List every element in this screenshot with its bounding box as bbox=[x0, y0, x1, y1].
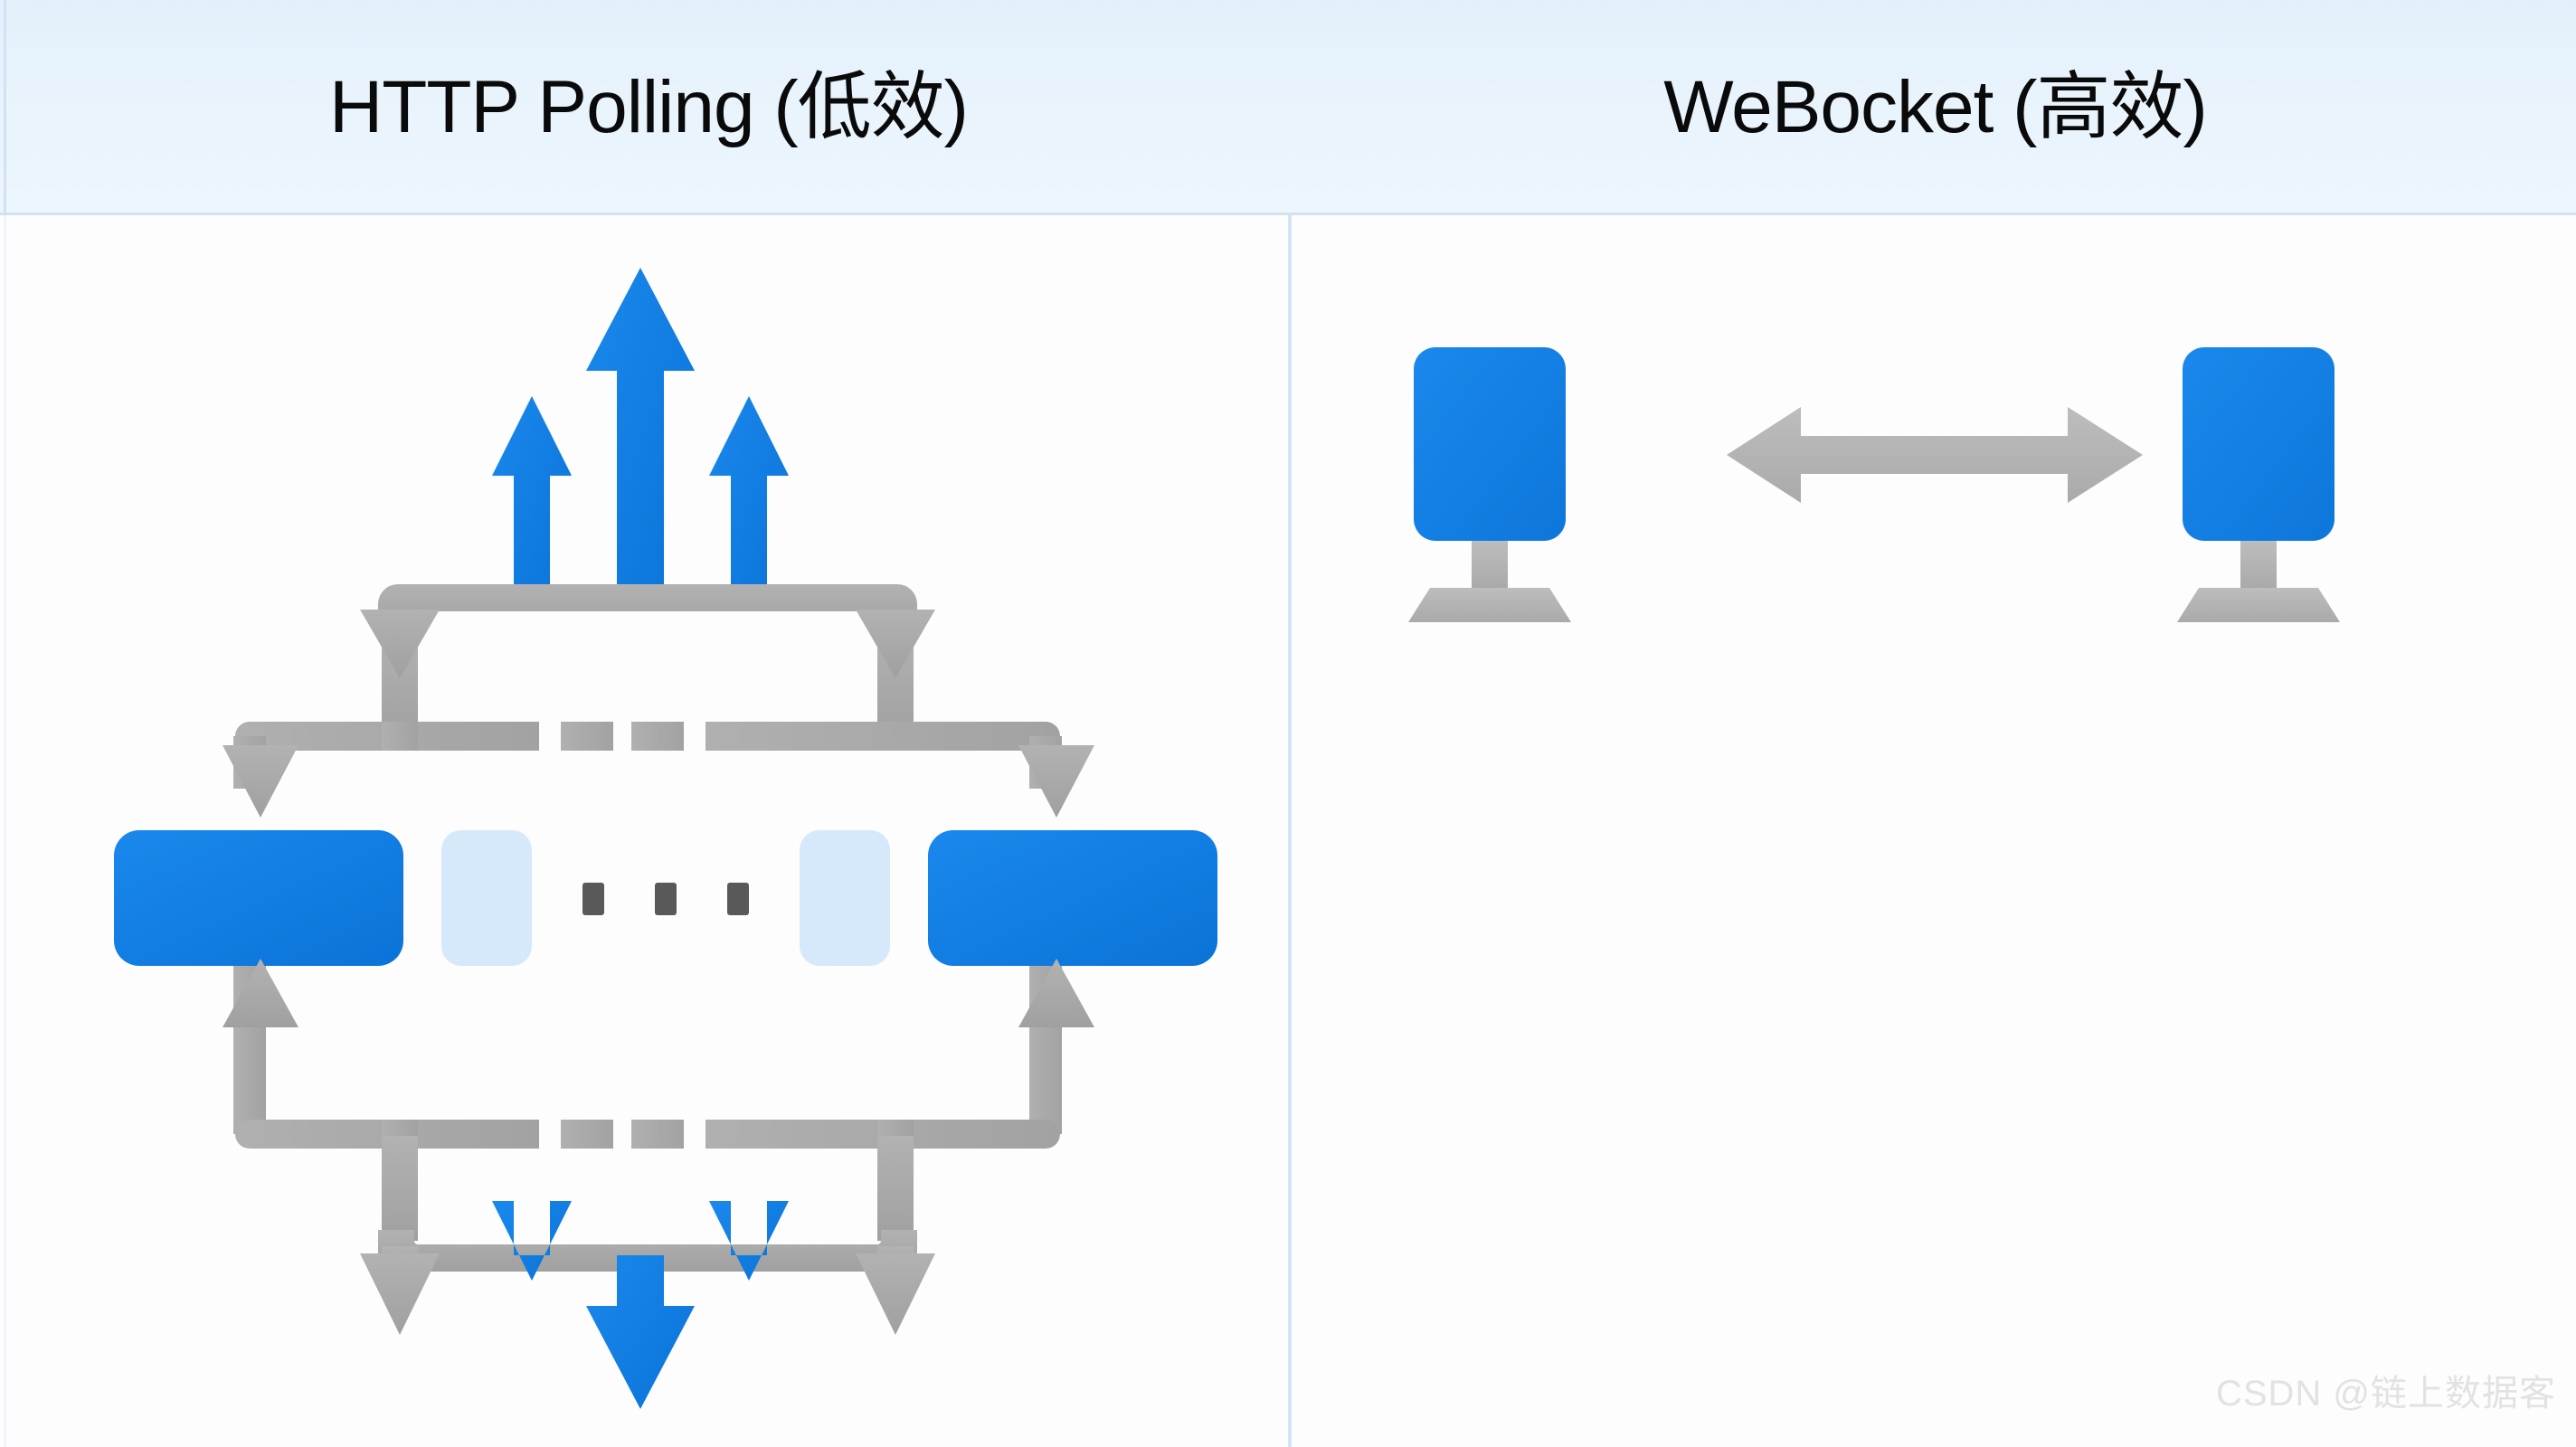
left-edge-rule bbox=[4, 215, 6, 1447]
server-box bbox=[928, 830, 1217, 966]
websocket-artwork bbox=[1408, 347, 2340, 622]
panel-divider bbox=[1288, 215, 1292, 1447]
ellipsis-dot bbox=[655, 883, 677, 915]
page-title-webocket: WeBocket (高效) bbox=[1663, 66, 2208, 148]
monitor-right bbox=[2177, 347, 2340, 622]
panel-webocket bbox=[1294, 215, 2576, 1447]
ghost-box-left bbox=[441, 830, 532, 966]
monitor-left-screen bbox=[1414, 347, 1566, 541]
gray-return-arrows bbox=[223, 959, 1094, 1134]
panel-http-polling bbox=[7, 215, 1288, 1447]
header-cell-webocket: WeBocket (高效) bbox=[1294, 0, 2576, 215]
monitor-right-screen bbox=[2183, 347, 2334, 541]
gray-dashed-bar-upper bbox=[223, 722, 1094, 818]
page-title-http-polling: HTTP Polling (低效) bbox=[329, 66, 969, 148]
ellipsis-dot bbox=[582, 883, 604, 915]
header-cell-http-polling: HTTP Polling (低效) bbox=[7, 0, 1290, 215]
monitor-right-neck bbox=[2240, 541, 2277, 588]
endpoint-row bbox=[114, 830, 1217, 966]
gray-dashed-bar-lower bbox=[235, 1120, 1060, 1149]
ellipsis-dot bbox=[727, 883, 749, 915]
blue-arrow-up-right bbox=[709, 396, 789, 604]
gray-loop-inner-top bbox=[360, 584, 935, 743]
blue-arrow-up-center bbox=[586, 268, 695, 604]
bidirectional-arrow-icon bbox=[1727, 407, 2143, 503]
monitor-right-base bbox=[2177, 588, 2340, 622]
http-polling-artwork bbox=[114, 268, 1217, 1409]
blue-arrow-down-center bbox=[586, 1255, 695, 1409]
header-band: HTTP Polling (低效) WeBocket (高效) bbox=[0, 0, 2576, 215]
monitor-left-neck bbox=[1472, 541, 1508, 588]
monitor-left-base bbox=[1408, 588, 1571, 622]
blue-arrow-up-left bbox=[492, 396, 572, 604]
websocket-stage bbox=[1294, 215, 2576, 1447]
blue-arrow-down-left bbox=[492, 1201, 572, 1281]
csdn-watermark: CSDN @链上数据客 bbox=[2215, 1374, 2556, 1414]
gray-loop-inner-bottom bbox=[360, 1136, 935, 1335]
http-polling-stage bbox=[7, 215, 1288, 1447]
monitor-left bbox=[1408, 347, 1571, 622]
ghost-box-right bbox=[800, 830, 890, 966]
blue-arrow-down-right bbox=[709, 1201, 789, 1281]
client-box bbox=[114, 830, 403, 966]
